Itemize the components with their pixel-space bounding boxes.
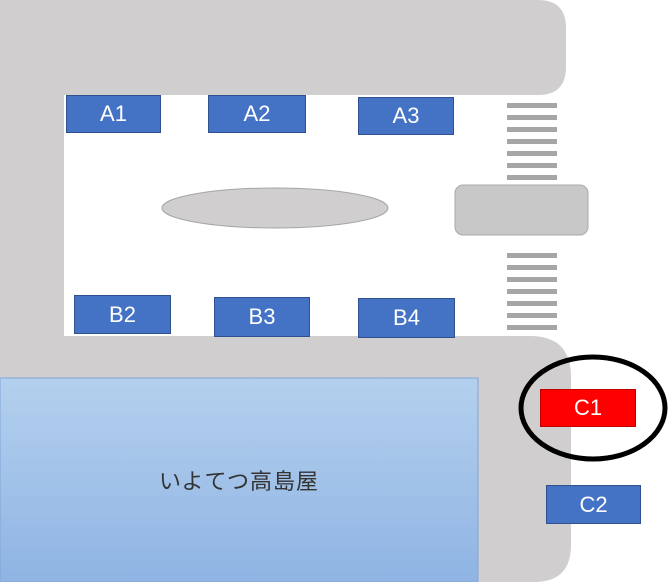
store-building [0, 377, 479, 582]
bus-stop-a2[interactable]: A2 [208, 95, 306, 133]
bus-stop-b4[interactable]: B4 [358, 298, 455, 338]
bus-stop-c1[interactable]: C1 [540, 389, 636, 427]
bus-stop-a3[interactable]: A3 [358, 97, 454, 135]
crosswalk-upper [507, 103, 557, 180]
bus-stop-c2[interactable]: C2 [546, 485, 641, 524]
highlight-ring [518, 354, 668, 462]
crosswalk-lower [507, 253, 557, 330]
central-oval [161, 187, 389, 229]
bus-stop-b3[interactable]: B3 [214, 297, 310, 337]
median-island [454, 184, 589, 236]
store-label: いよてつ高島屋 [158, 470, 320, 495]
bus-stop-a1[interactable]: A1 [66, 95, 161, 133]
bus-stop-b2[interactable]: B2 [74, 295, 171, 334]
